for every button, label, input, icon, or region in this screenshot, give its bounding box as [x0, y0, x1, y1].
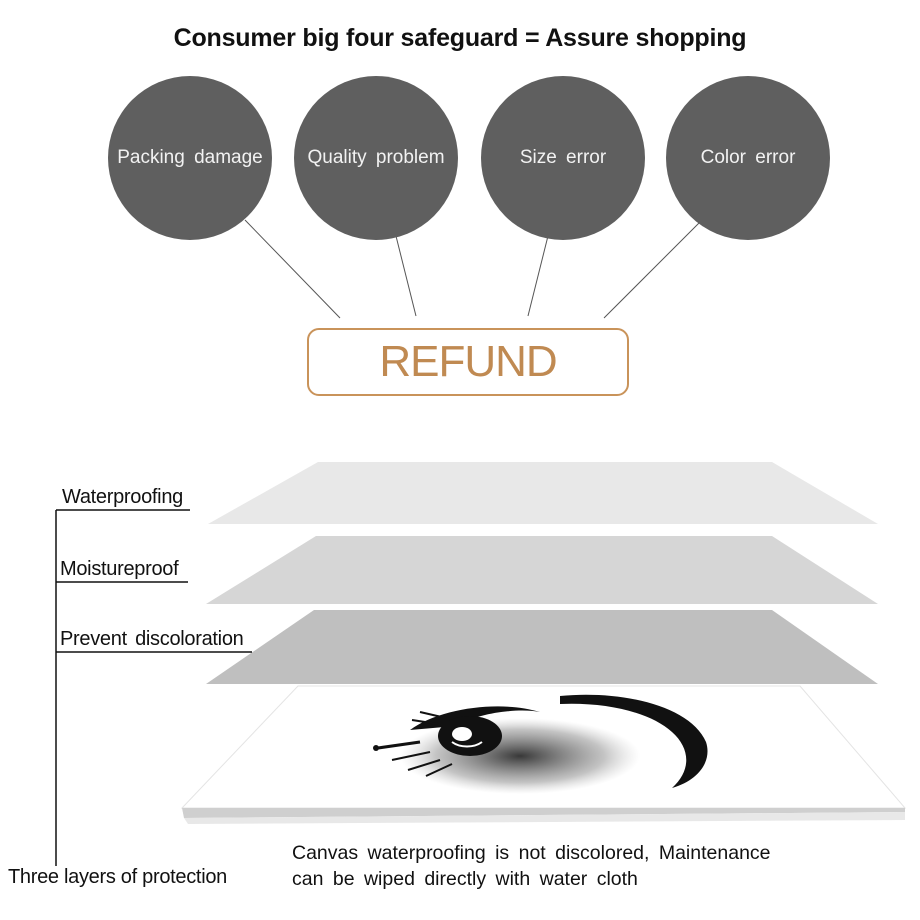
layer-waterproofing	[208, 462, 878, 524]
label-moistureproof: Moistureproof	[60, 558, 179, 580]
label-waterproofing: Waterproofing	[62, 486, 183, 508]
page-title: Consumer big four safeguard = Assure sho…	[173, 24, 747, 52]
safeguard-size-error: Size error	[481, 76, 645, 240]
safeguard-packing-damage: Packing damage	[108, 76, 272, 240]
safeguard-label: Size error	[519, 147, 607, 168]
layer-prevent-discoloration	[206, 610, 878, 684]
safeguard-label: Quality problem	[307, 147, 445, 168]
caption: Canvas waterproofing is not discolored, …	[292, 840, 771, 892]
safeguard-label: Packing damage	[117, 147, 263, 168]
eye-illustration-icon	[373, 694, 708, 794]
refund-box: REFUND	[307, 328, 629, 396]
three-layers-label: Three layers of protection	[8, 866, 227, 888]
refund-label: REFUND	[379, 337, 557, 386]
safeguard-label: Color error	[700, 147, 796, 168]
safeguard-color-error: Color error	[666, 76, 830, 240]
layer-moistureproof	[206, 536, 878, 604]
label-prevent-discoloration: Prevent discoloration	[60, 628, 244, 650]
caption-line-2: can be wiped directly with water cloth	[292, 868, 638, 890]
safeguard-quality-problem: Quality problem	[294, 76, 458, 240]
caption-line-1: Canvas waterproofing is not discolored, …	[292, 842, 771, 864]
